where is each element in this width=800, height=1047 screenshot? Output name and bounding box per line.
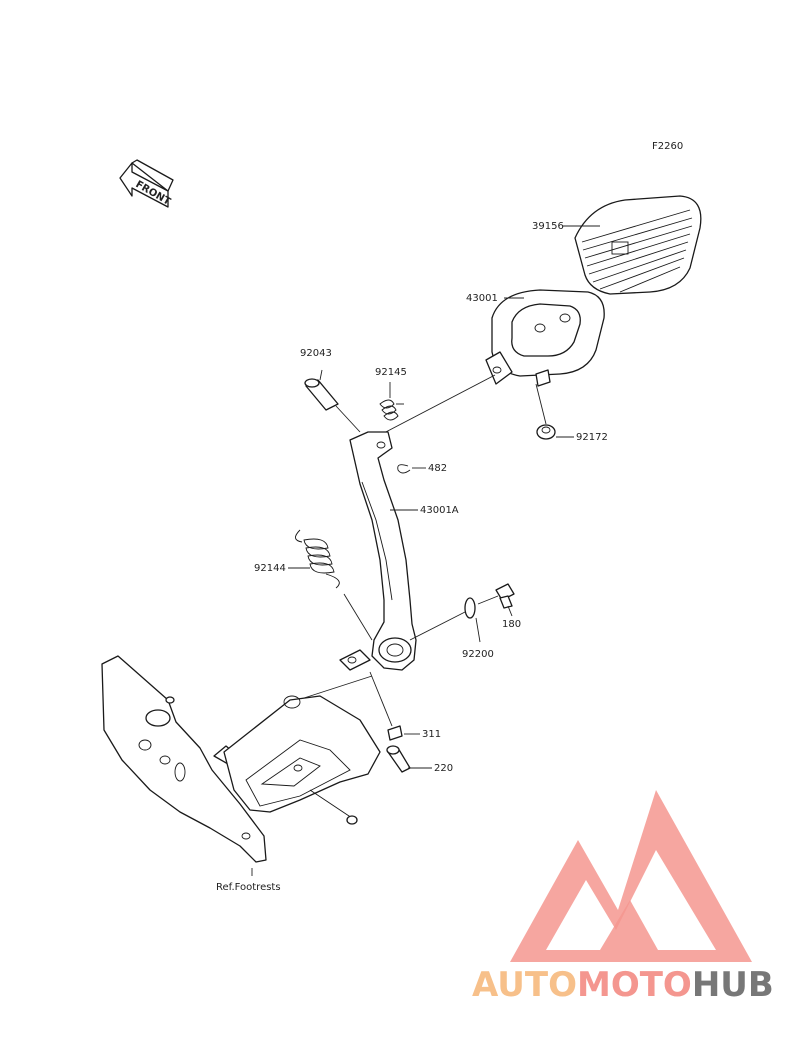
- label-92200: 92200: [462, 649, 494, 660]
- pedal-mount-43001: [485, 289, 605, 387]
- label-482: 482: [428, 463, 447, 474]
- label-39156: 39156: [532, 221, 564, 232]
- washer-92200: [464, 597, 476, 619]
- label-92145: 92145: [375, 367, 407, 378]
- diagram-code: F2260: [652, 141, 683, 152]
- bolt-180: [495, 583, 515, 609]
- logo-text-auto: AUTO: [472, 965, 577, 1005]
- return-spring-92144: [295, 529, 340, 589]
- footrest-bracket: [101, 655, 381, 863]
- label-43001A: 43001A: [420, 505, 459, 516]
- label-92144: 92144: [254, 563, 286, 574]
- label-311: 311: [422, 729, 441, 740]
- label-92172: 92172: [576, 432, 608, 443]
- logo-text-hub: HUB: [692, 965, 774, 1005]
- screw-220: [386, 745, 411, 773]
- ref-footrests-label: Ref.Footrests: [216, 882, 281, 893]
- label-220: 220: [434, 763, 453, 774]
- front-arrow-icon: FRONT: [119, 159, 174, 208]
- logo-text-moto: MOTO: [577, 965, 692, 1005]
- pin-92043: [304, 378, 339, 411]
- collar-311: [387, 725, 403, 741]
- label-92043: 92043: [300, 348, 332, 359]
- svg-text:AUTOMOTOHUB: AUTOMOTOHUB: [472, 965, 774, 1005]
- brake-pedal-arm-43001A: [339, 431, 417, 671]
- snap-ring-482: [397, 464, 411, 474]
- pedal-pad-39156: [574, 195, 702, 295]
- nut-92172: [536, 424, 556, 440]
- spring-92145: [379, 399, 404, 421]
- label-180: 180: [502, 619, 521, 630]
- label-43001: 43001: [466, 293, 498, 304]
- automotohub-logo: AUTOMOTOHUB: [472, 790, 774, 1005]
